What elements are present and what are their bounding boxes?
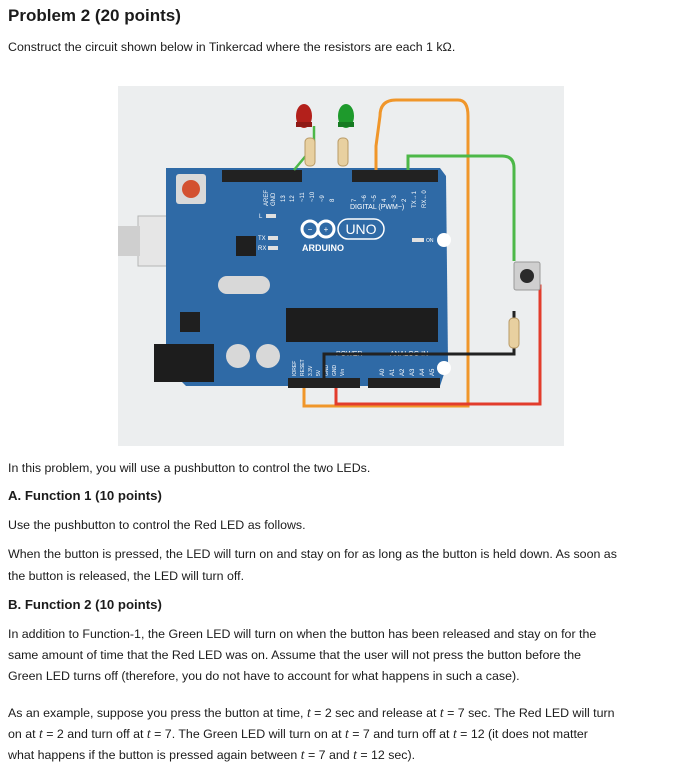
svg-text:4: 4 bbox=[382, 198, 388, 202]
svg-text:IOREF: IOREF bbox=[292, 361, 298, 376]
capacitor-1 bbox=[226, 344, 250, 368]
svg-text:GND: GND bbox=[332, 365, 338, 377]
svg-text:~5: ~5 bbox=[372, 194, 378, 202]
intro-text: Construct the circuit shown below in Tin… bbox=[8, 40, 456, 54]
svg-text:A1: A1 bbox=[390, 368, 396, 376]
reset-button bbox=[182, 180, 200, 198]
svg-text:~11: ~11 bbox=[300, 192, 306, 202]
arduino-label: ARDUINO bbox=[302, 243, 344, 253]
section-a-heading: A. Function 1 (10 points) bbox=[8, 488, 162, 503]
header-digital-right bbox=[352, 170, 438, 182]
pin-labels-top: AREF GND 13 12 ~11 ~10 ~9 8 7 ~6 ~5 4 ~3… bbox=[264, 190, 428, 208]
rx-label: RX bbox=[258, 246, 266, 252]
green-led bbox=[338, 104, 354, 128]
l-label: L bbox=[259, 214, 263, 220]
on-led bbox=[412, 238, 424, 242]
wire-green-button bbox=[406, 154, 516, 261]
usb-plug bbox=[118, 226, 140, 256]
svg-text:TX→1: TX→1 bbox=[412, 190, 418, 208]
paragraph-pushbutton-intro: In this problem, you will use a pushbutt… bbox=[8, 461, 371, 475]
minus-sign-icon: − bbox=[308, 225, 313, 234]
svg-text:12: 12 bbox=[290, 195, 296, 202]
svg-text:A5: A5 bbox=[430, 368, 436, 376]
atmega-chip bbox=[286, 308, 438, 342]
section-b-line-2: same amount of time that the Red LED was… bbox=[8, 648, 582, 662]
infinity-logo-icon bbox=[300, 219, 336, 239]
resistor-green-led bbox=[337, 137, 349, 167]
example-line-3: what happens if the button is pressed ag… bbox=[8, 747, 416, 762]
svg-text:~10: ~10 bbox=[310, 191, 316, 202]
tx-label: TX bbox=[258, 236, 266, 242]
tx-led bbox=[268, 236, 278, 240]
svg-text:RX←0: RX←0 bbox=[422, 190, 428, 208]
power-jack bbox=[154, 344, 214, 382]
wire-orange-5v bbox=[302, 98, 470, 408]
crystal bbox=[218, 276, 270, 294]
svg-text:7: 7 bbox=[352, 198, 358, 202]
svg-text:~3: ~3 bbox=[392, 194, 398, 202]
uno-badge bbox=[337, 218, 385, 240]
usb-chip bbox=[236, 236, 256, 256]
section-a-line-2: When the button is pressed, the LED will… bbox=[8, 547, 617, 561]
section-a-line-1: Use the pushbutton to control the Red LE… bbox=[8, 518, 306, 532]
problem-title: Problem 2 (20 points) bbox=[8, 6, 181, 25]
svg-text:A4: A4 bbox=[420, 368, 426, 376]
svg-text:GND: GND bbox=[271, 192, 277, 206]
svg-text:GND: GND bbox=[324, 365, 330, 377]
svg-text:A3: A3 bbox=[410, 368, 416, 376]
example-line-1: As an example, suppose you press the but… bbox=[8, 705, 615, 720]
mounting-hole-bottom bbox=[437, 361, 451, 375]
svg-text:A2: A2 bbox=[400, 368, 406, 376]
analog-pin-labels: A0 A1 A2 A3 A4 A5 bbox=[380, 368, 436, 376]
resistor-red-led bbox=[304, 137, 316, 167]
circuit-figure: AREF GND 13 12 ~11 ~10 ~9 8 7 ~6 ~5 4 ~3… bbox=[118, 86, 564, 446]
svg-text:~9: ~9 bbox=[320, 194, 326, 202]
svg-text:A0: A0 bbox=[380, 368, 386, 376]
section-b-line-3: Green LED turns off (therefore, you do n… bbox=[8, 669, 520, 683]
svg-text:5V: 5V bbox=[316, 369, 322, 376]
rx-led bbox=[268, 246, 278, 250]
svg-text:RESET: RESET bbox=[300, 359, 306, 376]
section-b-heading: B. Function 2 (10 points) bbox=[8, 597, 162, 612]
svg-text:~6: ~6 bbox=[362, 194, 368, 202]
svg-text:AREF: AREF bbox=[264, 190, 270, 206]
pushbutton-cap bbox=[520, 269, 534, 283]
l-led bbox=[266, 214, 276, 218]
header-analog bbox=[368, 378, 440, 388]
capacitor-2 bbox=[256, 344, 280, 368]
mounting-hole-right bbox=[437, 233, 451, 247]
section-a-line-3: the button is released, the LED will tur… bbox=[8, 569, 245, 583]
on-label: ON bbox=[426, 238, 434, 244]
pin-labels-bottom: IOREF RESET 3.3V 5V GND GND Vin bbox=[292, 359, 346, 376]
uno-label: UNO bbox=[345, 221, 376, 237]
svg-text:2: 2 bbox=[402, 198, 408, 202]
plus-sign-icon: + bbox=[324, 225, 329, 234]
svg-text:13: 13 bbox=[281, 195, 287, 202]
regulator bbox=[180, 312, 200, 332]
svg-text:Vin: Vin bbox=[340, 369, 346, 376]
header-digital-left bbox=[222, 170, 302, 182]
digital-header-label: DIGITAL (PWM~) bbox=[350, 204, 404, 211]
section-b-line-1: In addition to Function-1, the Green LED… bbox=[8, 627, 597, 641]
resistor-button bbox=[508, 317, 520, 349]
example-line-2: on at t = 2 and turn off at t = 7. The G… bbox=[8, 726, 588, 741]
svg-text:8: 8 bbox=[330, 198, 336, 202]
red-led bbox=[296, 104, 312, 128]
svg-text:3.3V: 3.3V bbox=[308, 365, 314, 376]
